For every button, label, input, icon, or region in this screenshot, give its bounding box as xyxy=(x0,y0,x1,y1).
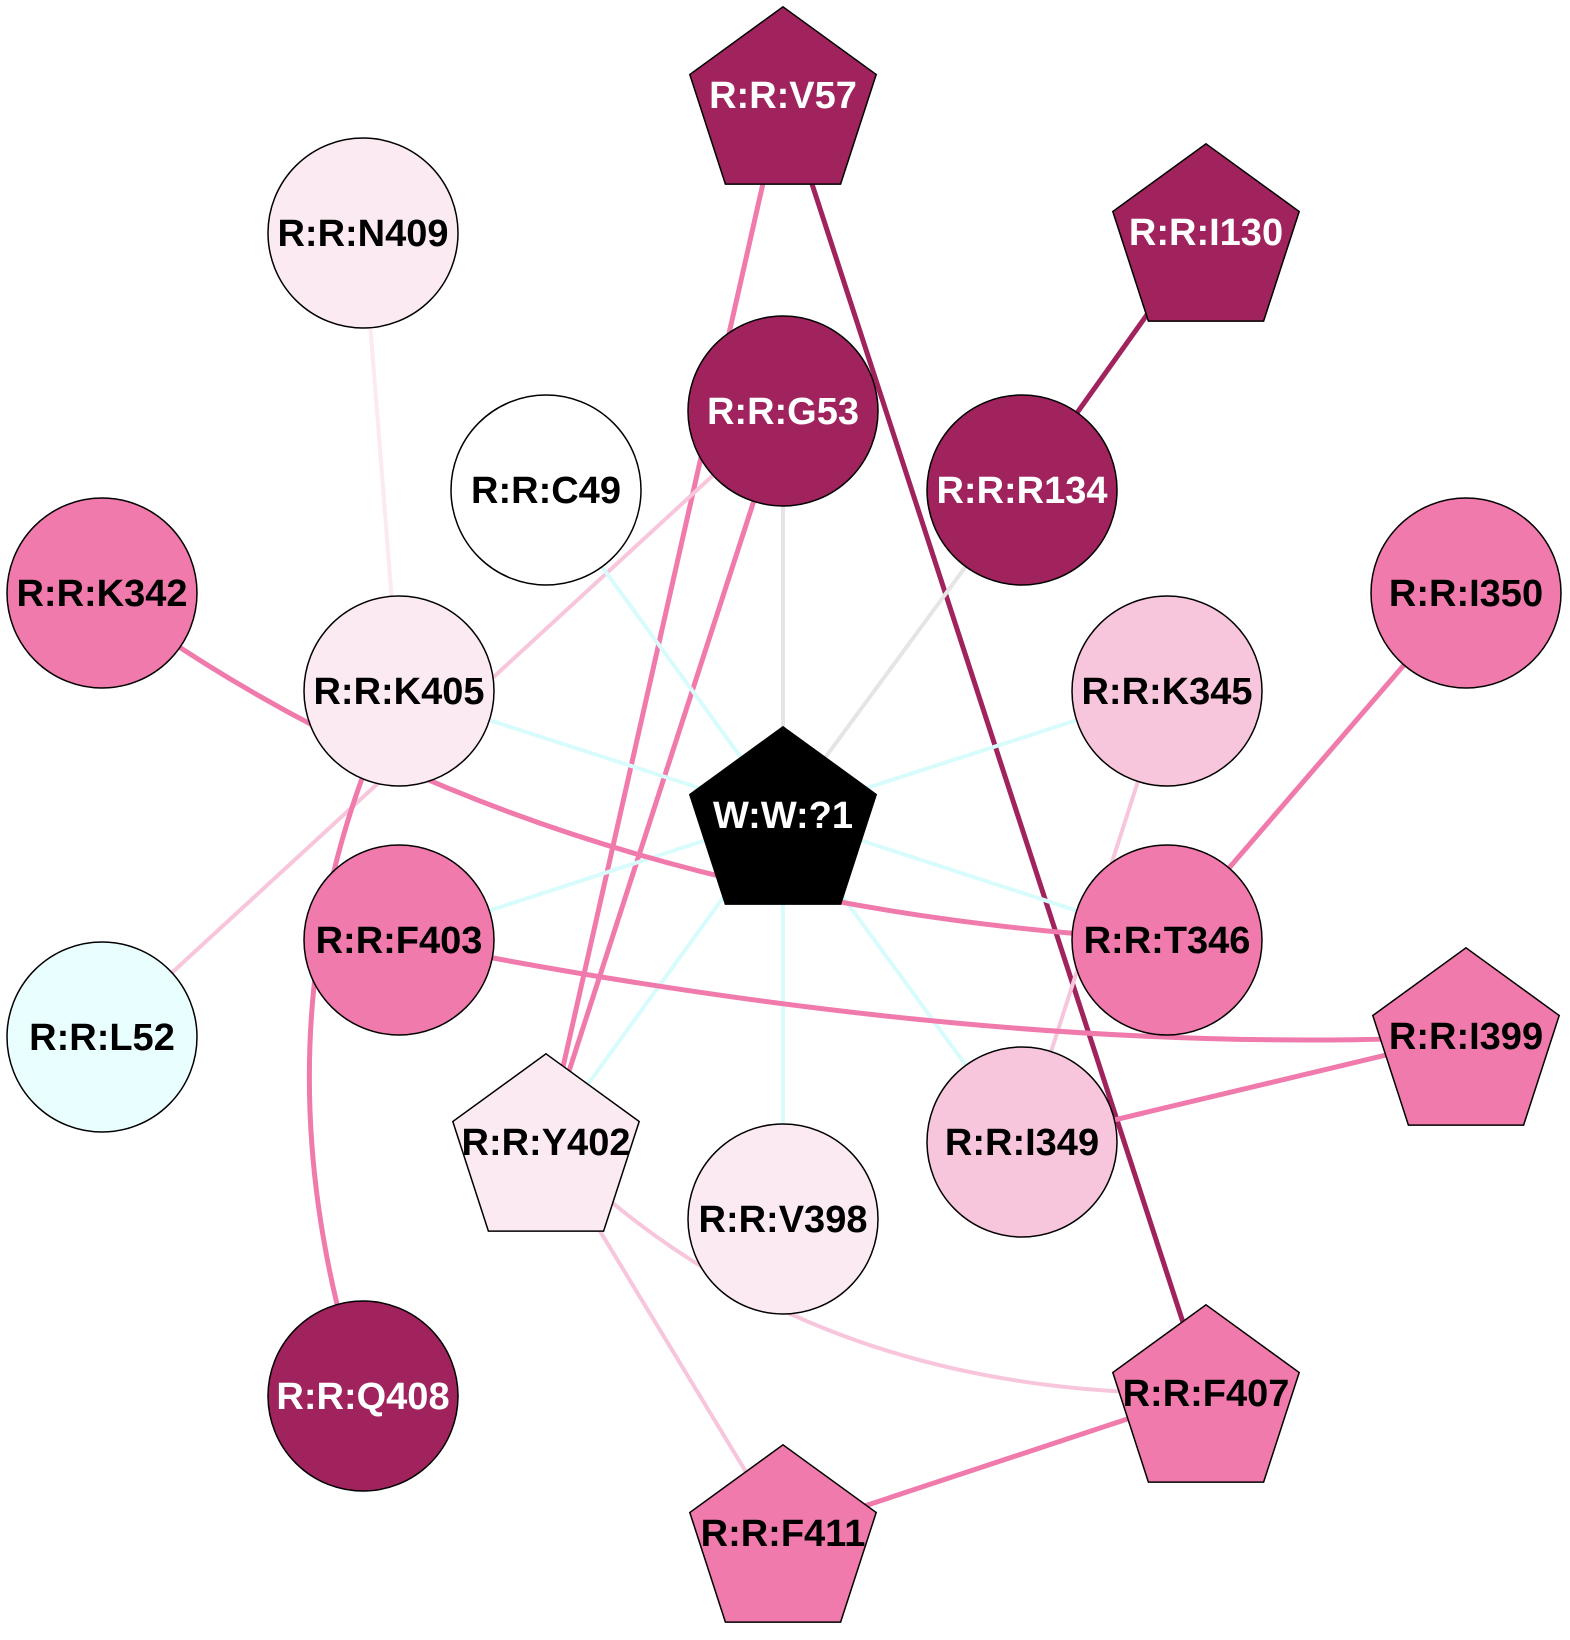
node-label: R:R:K345 xyxy=(1081,671,1252,713)
node-f403[interactable]: R:R:F403 xyxy=(303,844,495,1036)
node-label: R:R:I130 xyxy=(1129,212,1283,254)
node-circle[interactable] xyxy=(926,1046,1118,1238)
node-label: R:R:N409 xyxy=(277,213,448,255)
node-i130[interactable]: R:R:I130 xyxy=(1111,142,1301,322)
edge-k405-q408 xyxy=(306,689,402,1397)
node-label: R:R:K405 xyxy=(313,671,484,713)
node-i399[interactable]: R:R:I399 xyxy=(1371,946,1561,1126)
node-label: R:R:C49 xyxy=(471,470,621,512)
node-g53[interactable]: R:R:G53 xyxy=(687,315,879,507)
node-label: R:R:K342 xyxy=(16,573,187,615)
node-label: R:R:Y402 xyxy=(462,1122,631,1164)
node-f407[interactable]: R:R:F407 xyxy=(1111,1303,1301,1483)
edge-y402-f407 xyxy=(544,1140,1207,1396)
node-circle[interactable] xyxy=(1370,497,1562,689)
node-circle[interactable] xyxy=(687,315,879,507)
node-label: R:R:I349 xyxy=(945,1122,1099,1164)
node-pentagon[interactable] xyxy=(451,1052,641,1232)
node-label: R:R:V398 xyxy=(699,1199,868,1241)
node-i350[interactable]: R:R:I350 xyxy=(1370,497,1562,689)
node-pentagon[interactable] xyxy=(688,5,878,185)
node-label: R:R:Q408 xyxy=(276,1376,449,1418)
node-label: R:R:V57 xyxy=(709,75,857,117)
node-l52[interactable]: R:R:L52 xyxy=(6,941,198,1133)
node-pentagon[interactable] xyxy=(1111,1303,1301,1483)
node-f411[interactable]: R:R:F411 xyxy=(688,1443,878,1623)
node-circle[interactable] xyxy=(303,844,495,1036)
node-label: R:R:F411 xyxy=(701,1513,866,1555)
node-t346[interactable]: R:R:T346 xyxy=(1071,844,1263,1036)
node-pentagon[interactable] xyxy=(1111,142,1301,322)
node-k342[interactable]: R:R:K342 xyxy=(6,497,198,689)
node-circle[interactable] xyxy=(1071,844,1263,1036)
node-circle[interactable] xyxy=(267,137,459,329)
node-v57[interactable]: R:R:V57 xyxy=(688,5,878,185)
edge-v57-f407 xyxy=(780,94,1209,1394)
node-circle[interactable] xyxy=(303,595,495,787)
node-circle[interactable] xyxy=(1071,595,1263,787)
node-label: R:R:L52 xyxy=(29,1017,175,1059)
node-c49[interactable]: R:R:C49 xyxy=(450,394,642,586)
node-pentagon[interactable] xyxy=(688,1443,878,1623)
node-r134[interactable]: R:R:R134 xyxy=(926,394,1118,586)
node-k405[interactable]: R:R:K405 xyxy=(303,595,495,787)
edge-k342-t346 xyxy=(100,590,1168,943)
node-label: W:W:?1 xyxy=(713,795,853,837)
node-w1[interactable]: W:W:?1 xyxy=(688,725,878,905)
node-label: R:R:I399 xyxy=(1389,1016,1543,1058)
node-circle[interactable] xyxy=(450,394,642,586)
node-k345[interactable]: R:R:K345 xyxy=(1071,595,1263,787)
node-y402[interactable]: R:R:Y402 xyxy=(451,1052,641,1232)
edge-f403-i399 xyxy=(398,937,1467,1043)
node-label: R:R:T346 xyxy=(1084,920,1251,962)
node-label: R:R:R134 xyxy=(936,470,1107,512)
node-n409[interactable]: R:R:N409 xyxy=(267,137,459,329)
node-label: R:R:I350 xyxy=(1389,573,1543,615)
node-circle[interactable] xyxy=(267,1300,459,1492)
node-circle[interactable] xyxy=(687,1123,879,1315)
node-circle[interactable] xyxy=(6,497,198,689)
node-pentagon[interactable] xyxy=(1371,946,1561,1126)
node-i349[interactable]: R:R:I349 xyxy=(926,1046,1118,1238)
node-circle[interactable] xyxy=(6,941,198,1133)
node-label: R:R:F403 xyxy=(316,920,483,962)
node-circle[interactable] xyxy=(926,394,1118,586)
node-v398[interactable]: R:R:V398 xyxy=(687,1123,879,1315)
node-q408[interactable]: R:R:Q408 xyxy=(267,1300,459,1492)
node-pentagon[interactable] xyxy=(688,725,878,905)
node-label: R:R:F407 xyxy=(1123,1373,1290,1415)
node-label: R:R:G53 xyxy=(707,391,859,433)
edge-v57-y402 xyxy=(543,94,786,1143)
